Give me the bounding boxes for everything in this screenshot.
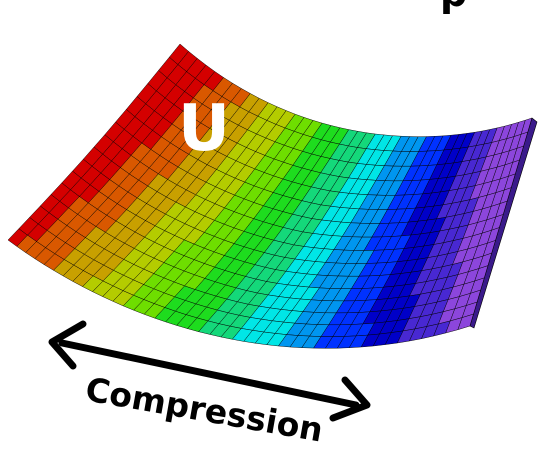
displacement-label: U (178, 92, 230, 166)
top-partial-symbol: ρ (440, 0, 467, 15)
compression-arrowhead-right (329, 376, 371, 422)
compression-arrowhead-left (48, 320, 87, 370)
plate-edge-thickness (469, 117, 538, 329)
compression-arrow (48, 320, 371, 422)
compression-label: Compression (83, 369, 326, 449)
mesh-surface (7, 43, 538, 349)
compression-arrow-line (58, 339, 360, 409)
